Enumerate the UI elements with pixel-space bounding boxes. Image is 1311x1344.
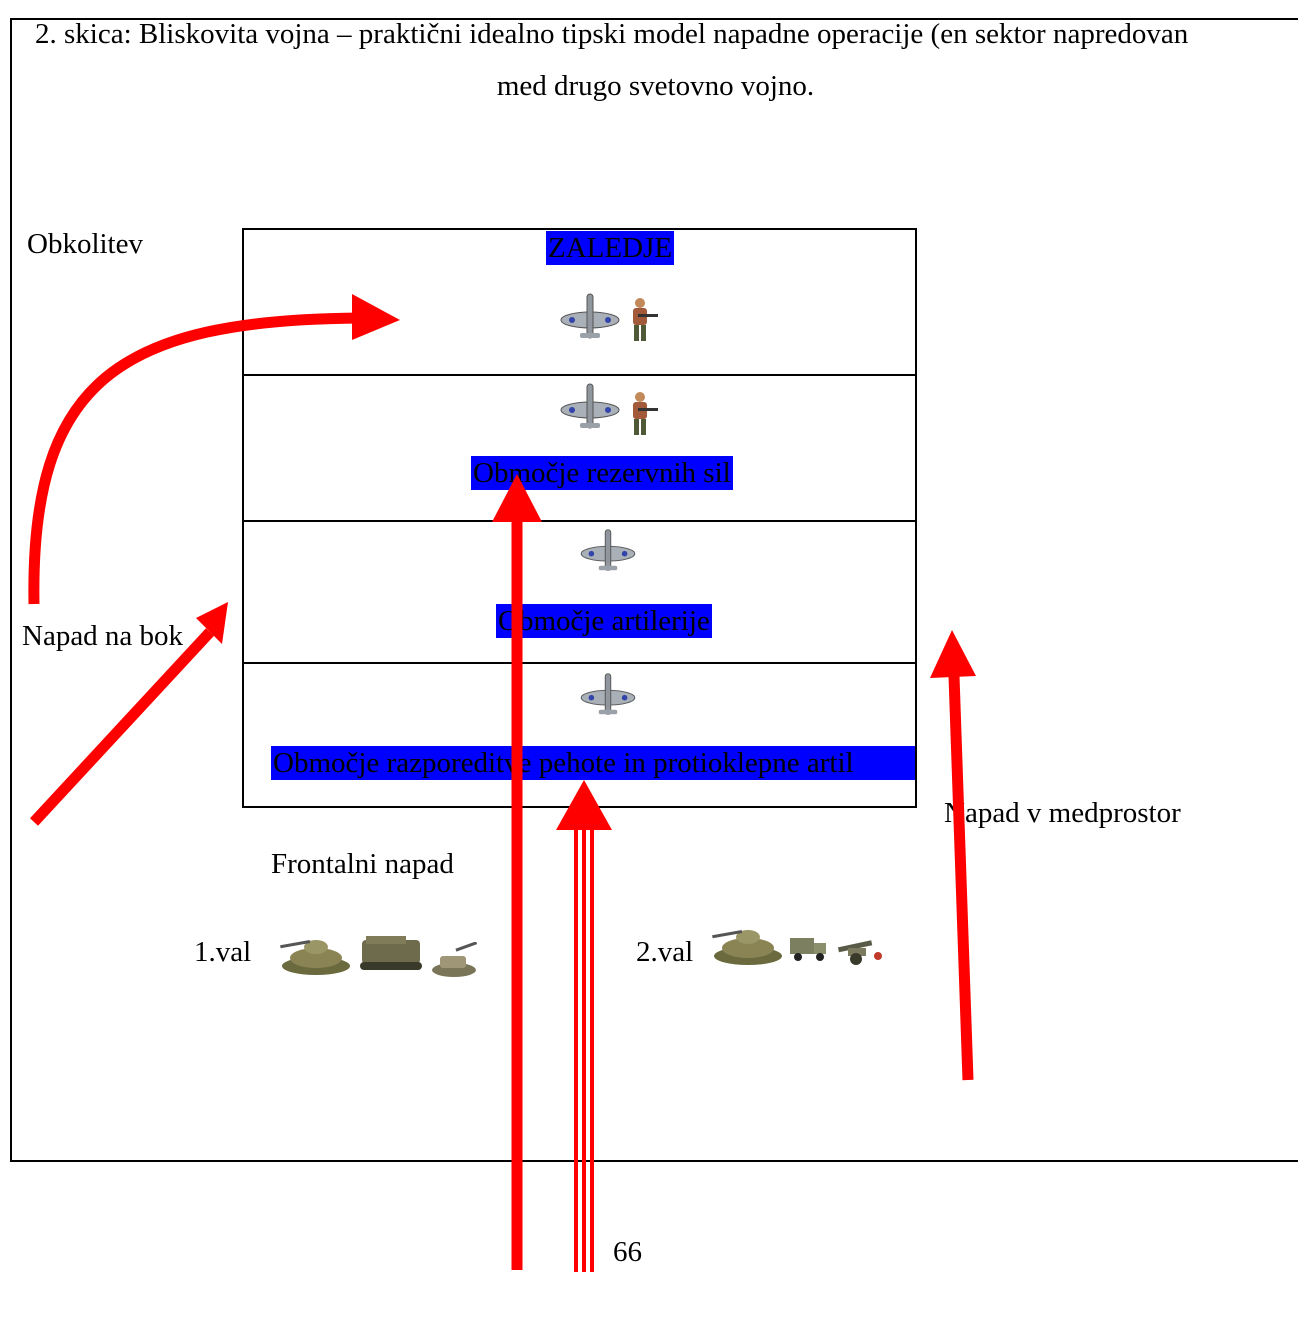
soldier-icon [633, 392, 658, 435]
caption-line-1: 2. skica: Bliskovita vojna – praktični i… [35, 18, 1189, 50]
gap-attack-arrow [948, 675, 974, 1081]
fighter-plane-icon [560, 383, 620, 429]
zone-artillery [242, 520, 917, 662]
label-frontal-attack: Frontalni napad [271, 848, 454, 880]
fighter-plane-icon [560, 293, 620, 339]
flank-attack-arrowhead [196, 602, 228, 644]
gap-attack-arrowhead [930, 630, 976, 678]
label-gap-attack: Napad v medprostor [944, 797, 1181, 829]
fighter-plane-icon [580, 673, 636, 715]
zone-rear-label: ZALEDJE [546, 231, 675, 265]
caption-line-2: med drugo svetovno vojno. [496, 70, 815, 102]
truck-icon [790, 938, 826, 961]
zone-rear [242, 228, 917, 374]
soldier-icon [633, 298, 658, 341]
diagram-frame [10, 18, 1298, 1162]
label-wave-1: 1.val [194, 936, 252, 968]
label-wave-2: 2.val [636, 936, 694, 968]
tank-icon [280, 940, 350, 975]
page-number: 66 [613, 1236, 642, 1268]
zone-reserve [242, 374, 917, 520]
encirclement-arrowhead [352, 294, 400, 340]
encirclement-arrow [28, 312, 361, 605]
label-encirclement: Obkolitev [27, 228, 143, 260]
fighter-plane-icon [580, 529, 636, 571]
field-gun-icon [837, 940, 882, 965]
self-propelled-gun-icon [432, 942, 478, 977]
flank-attack-arrow [29, 628, 215, 826]
frontal-attack-arrow [556, 780, 612, 1272]
zone-artillery-label: Območje artilerije [496, 604, 712, 638]
label-flank-attack: Napad na bok [22, 620, 184, 652]
armored-carrier-icon [360, 936, 422, 970]
tank-icon [712, 930, 782, 965]
zone-infantry-label: Območje razporeditve pehote in protiokle… [271, 746, 915, 780]
breakthrough-arrowhead [492, 474, 542, 522]
